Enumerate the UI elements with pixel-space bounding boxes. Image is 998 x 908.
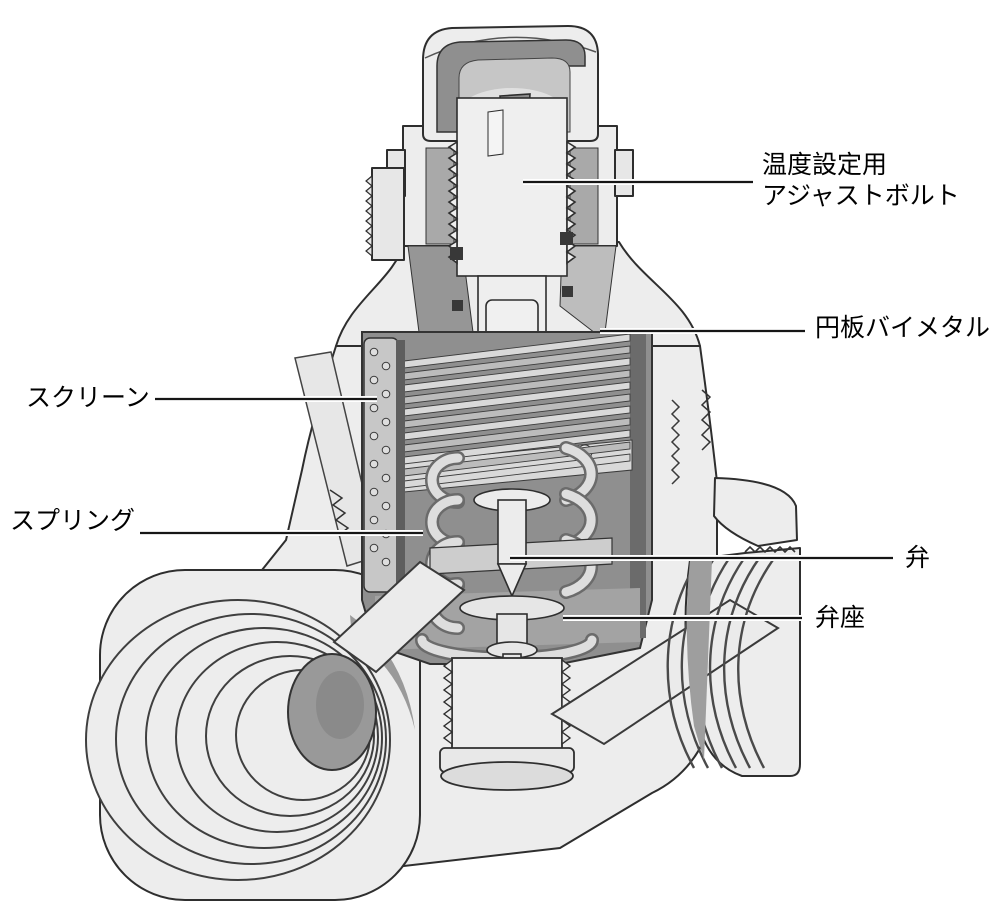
label-screen-text: スクリーン (26, 385, 150, 412)
label-disc-bimetal-text: 円板バイメタル (815, 315, 991, 342)
leader-lines (140, 179, 893, 621)
screen-part (363, 337, 405, 593)
label-adjust-bolt: 温度設定用 アジャストボルト (762, 150, 960, 212)
label-adjust-bolt-line2: アジャストボルト (762, 183, 960, 210)
seal-rings (450, 232, 573, 311)
outlet-port-flange (713, 477, 798, 547)
label-valve: 弁 (905, 543, 930, 574)
valve-part (473, 488, 551, 598)
outlet-port-detail (686, 389, 796, 760)
label-spring-text: スプリング (10, 508, 136, 535)
passages (332, 560, 780, 746)
inlet-passage (332, 560, 466, 674)
boss-threads (365, 174, 373, 258)
drain-plug (439, 657, 575, 791)
label-disc-bimetal: 円板バイメタル (815, 313, 990, 344)
boss (371, 167, 405, 261)
outlet-threads (666, 556, 776, 769)
label-valve-seat: 弁座 (815, 603, 865, 634)
label-adjust-bolt-line1: 温度設定用 (762, 152, 888, 179)
label-screen: スクリーン (26, 383, 150, 414)
label-valve-seat-text: 弁座 (815, 605, 866, 632)
label-valve-text: 弁 (905, 545, 931, 572)
label-spring: スプリング (10, 506, 135, 537)
